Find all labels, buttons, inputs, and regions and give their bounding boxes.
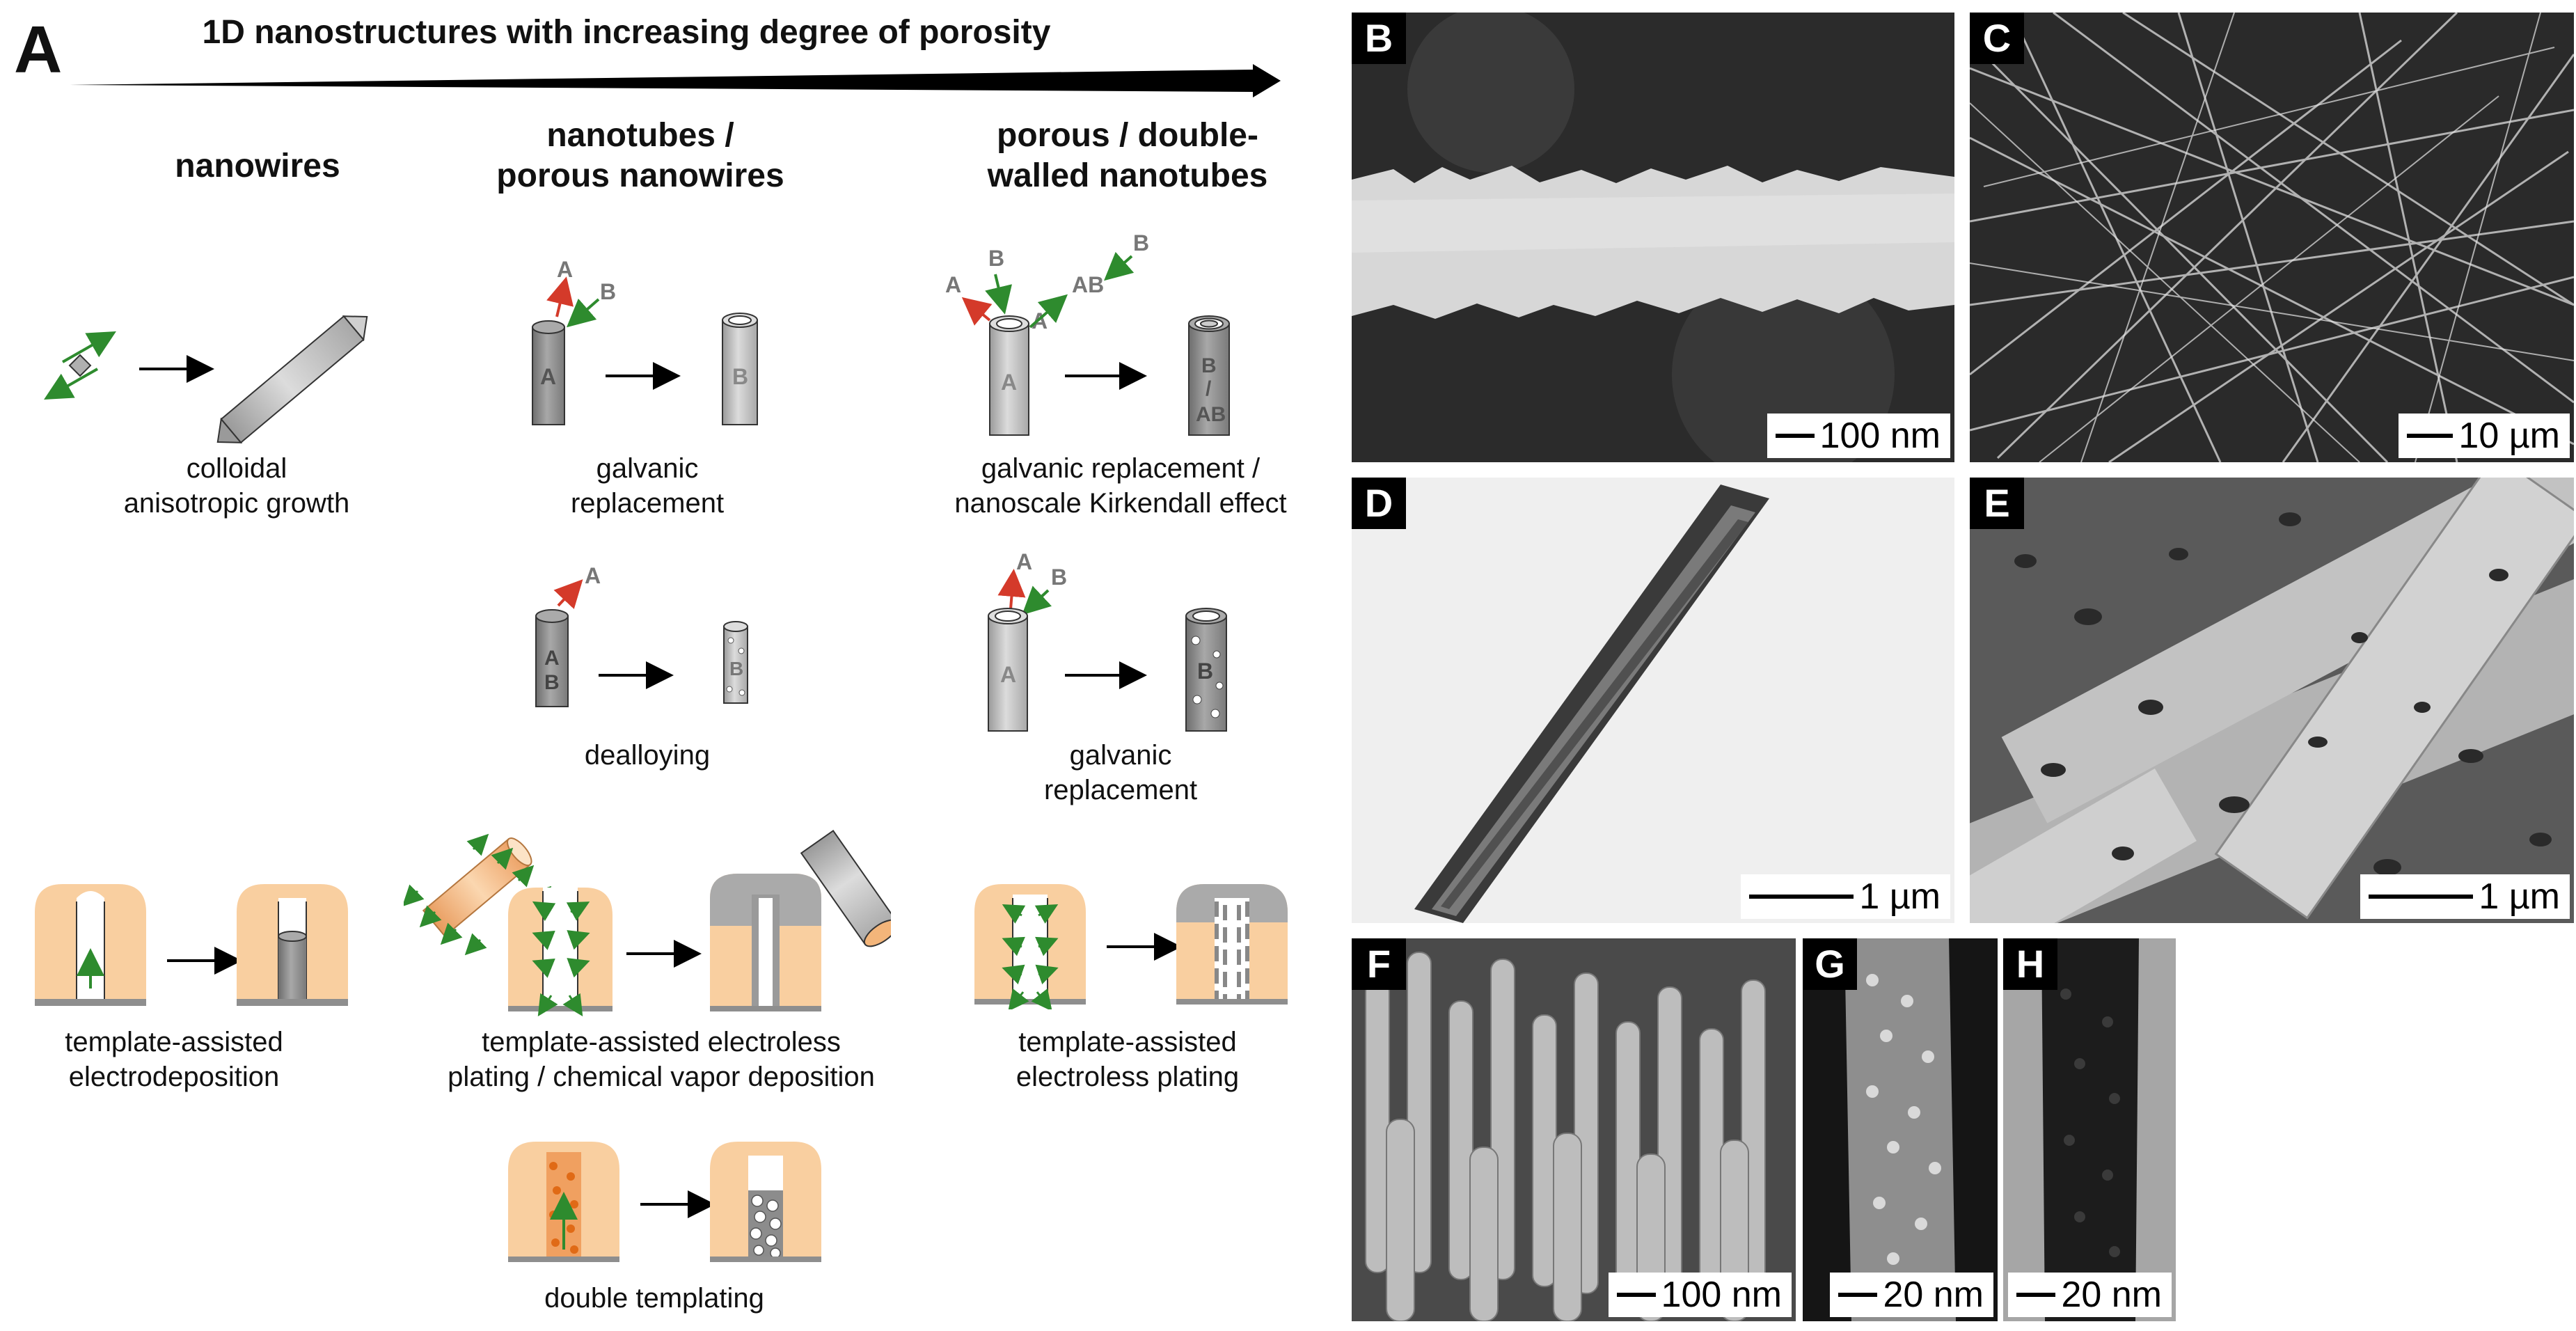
- micrograph-f: F 100 nm: [1352, 938, 1796, 1321]
- svg-text:B: B: [1051, 565, 1067, 590]
- svg-text:A: A: [1000, 662, 1016, 687]
- micrograph-e-image: [1970, 478, 2574, 923]
- svg-text:/: /: [1206, 377, 1212, 400]
- column-header-porous-nanotubes: porous / double- walled nanotubes: [987, 117, 1268, 194]
- micrograph-h: H 20 nm: [2003, 938, 2176, 1321]
- svg-text:A: A: [1001, 370, 1017, 395]
- panel-label-e: E: [1970, 478, 2024, 529]
- species-a-label: A: [557, 257, 573, 282]
- svg-text:B: B: [988, 246, 1004, 271]
- panel-a-label: A: [14, 13, 63, 87]
- svg-text:A: A: [540, 364, 556, 389]
- species-b-label: B: [600, 279, 616, 304]
- electroless-cvd-scheme: [404, 830, 891, 1016]
- svg-text:B: B: [544, 671, 560, 694]
- galvanic-kirkendall-scheme: A B A AB B A B / AB: [945, 230, 1230, 436]
- caption-galvanic-replacement-1: galvanic replacement: [570, 453, 725, 519]
- svg-text:A: A: [945, 272, 961, 297]
- micrograph-d: D 1 µm: [1352, 478, 1954, 923]
- scale-bar-h: 20 nm: [2008, 1273, 2172, 1317]
- svg-text:A: A: [544, 647, 560, 670]
- panel-label-c: C: [1970, 13, 2024, 64]
- micrograph-f-image: [1352, 938, 1796, 1321]
- column-header-nanowires: nanowires: [175, 148, 340, 184]
- caption-electrodeposition: template-assisted electrodeposition: [65, 1027, 283, 1092]
- panel-label-f: F: [1352, 938, 1406, 990]
- caption-galvanic-kirkendall: galvanic replacement / nanoscale Kirkend…: [954, 453, 1287, 519]
- svg-text:B: B: [729, 658, 743, 679]
- svg-text:B: B: [1197, 659, 1213, 684]
- micrograph-g-image: [1803, 938, 1998, 1321]
- caption-dealloying: dealloying: [584, 740, 711, 771]
- micrograph-g: G 20 nm: [1803, 938, 1998, 1321]
- porosity-wedge-arrow: [70, 64, 1281, 97]
- panel-label-b: B: [1352, 13, 1406, 64]
- electroless-porous-scheme: [974, 884, 1288, 1009]
- caption-colloidal-growth: colloidal anisotropic growth: [123, 453, 350, 519]
- svg-text:A: A: [1032, 308, 1048, 333]
- scale-bar-f: 100 nm: [1608, 1273, 1792, 1317]
- panel-label-g: G: [1803, 938, 1857, 990]
- svg-text:AB: AB: [1196, 403, 1226, 426]
- scale-bar-g: 20 nm: [1830, 1273, 1993, 1317]
- panel-label-h: H: [2003, 938, 2057, 990]
- caption-double-templating: double templating: [544, 1283, 764, 1314]
- micrograph-d-image: [1352, 478, 1954, 923]
- double-templating-scheme: [508, 1142, 821, 1262]
- svg-text:B: B: [1201, 354, 1217, 377]
- panel-a: A 1D nanostructures with increasing degr…: [14, 13, 1288, 1314]
- colloidal-growth-scheme: [44, 315, 368, 444]
- galvanic-replacement-scheme-2: A B A B: [988, 549, 1227, 732]
- svg-text:B: B: [732, 364, 748, 389]
- micrograph-h-image: [2003, 938, 2176, 1321]
- micrograph-b-image: [1352, 13, 1954, 462]
- caption-galvanic-replacement-2: galvanic replacement: [1043, 740, 1198, 805]
- galvanic-replacement-scheme-1: A B A B: [532, 257, 758, 425]
- porosity-banner-title: 1D nanostructures with increasing degree…: [202, 14, 1051, 51]
- electrodeposition-scheme: [35, 884, 348, 1006]
- micrograph-e: E 1 µm: [1970, 478, 2574, 923]
- micrograph-c: C 10 µm: [1970, 13, 2574, 462]
- panel-label-d: D: [1352, 478, 1406, 529]
- column-header-nanotubes: nanotubes / porous nanowires: [496, 117, 784, 194]
- svg-text:AB: AB: [1072, 272, 1104, 297]
- micrograph-b: B 100 nm: [1352, 13, 1954, 462]
- caption-electroless-porous: template-assisted electroless plating: [1016, 1027, 1240, 1092]
- svg-text:B: B: [1133, 230, 1149, 255]
- scale-bar-b: 100 nm: [1767, 414, 1950, 458]
- scale-bar-c: 10 µm: [2399, 414, 2570, 458]
- svg-text:A: A: [1016, 549, 1032, 574]
- caption-electroless-cvd: template-assisted electroless plating / …: [448, 1027, 875, 1092]
- micrograph-c-image: [1970, 13, 2574, 462]
- svg-text:A: A: [585, 563, 601, 588]
- scale-bar-d: 1 µm: [1741, 874, 1950, 919]
- dealloying-scheme: A A B B: [535, 563, 748, 707]
- scale-bar-e: 1 µm: [2360, 874, 2570, 919]
